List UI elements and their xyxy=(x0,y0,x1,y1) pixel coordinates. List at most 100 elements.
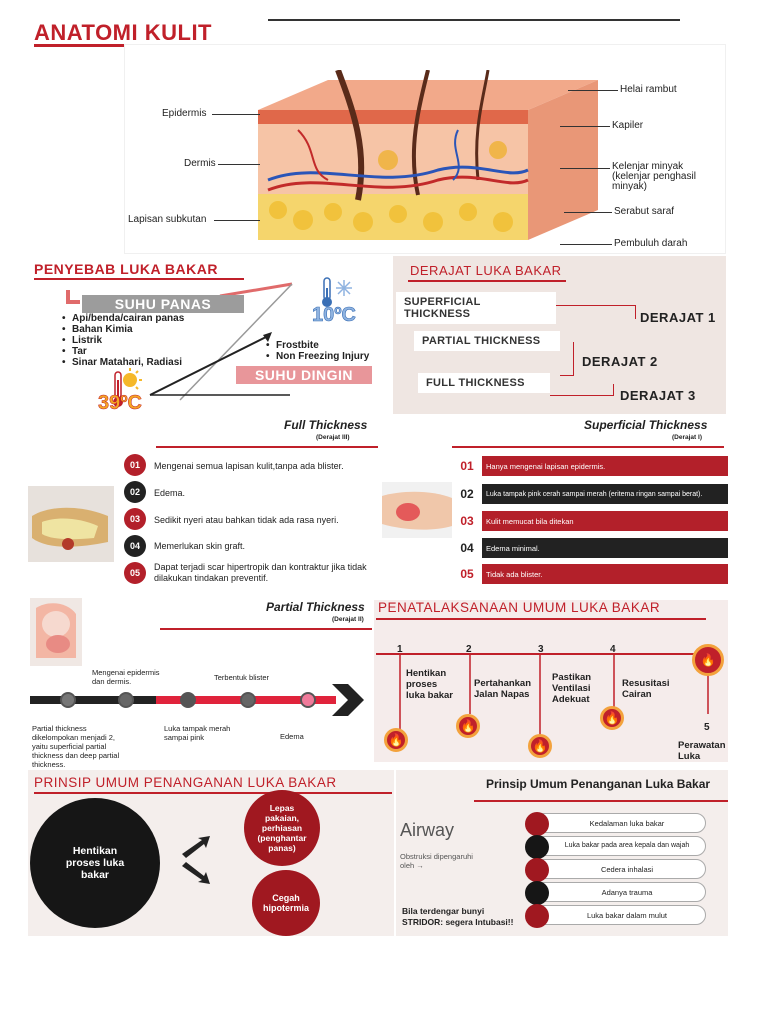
step-num: 3 xyxy=(538,644,544,655)
suhu-panas-box: SUHU PANAS xyxy=(82,295,244,313)
factor-dot xyxy=(525,904,549,928)
superficial-num: 04 xyxy=(460,541,474,555)
derajat-title: DERAJAT LUKA BAKAR xyxy=(410,263,562,278)
step-text: Resusitasi Cairan xyxy=(622,678,670,700)
leader-helai-rambut xyxy=(568,90,618,91)
timeline-dot xyxy=(180,692,196,708)
label-serabut-saraf: Serabut saraf xyxy=(614,206,675,217)
factor-dot xyxy=(525,812,549,836)
full-item-text: Memerlukan skin graft. xyxy=(154,541,246,551)
step-text: Pastikan Ventilasi Adekuat xyxy=(552,672,592,705)
timeline-dot xyxy=(60,692,76,708)
factor-text: Luka bakar dalam mulut xyxy=(586,911,668,920)
flame-icon: 🔥 xyxy=(384,728,408,752)
partial-top-2: Terbentuk blister xyxy=(214,673,270,682)
superficial-text: Edema minimal. xyxy=(482,538,728,558)
partial-bottom-1: Partial thickness dikelompokan menjadi 2… xyxy=(32,724,120,769)
connector-2 xyxy=(560,342,574,376)
dingin-list: Frostbite Non Freezing Injury xyxy=(266,340,369,362)
superficial-row: 04 Edema minimal. xyxy=(452,538,728,558)
superficial-num: 05 xyxy=(460,567,474,581)
superficial-underline xyxy=(452,446,724,448)
penatalaksanaan-underline xyxy=(376,618,706,620)
timeline-dot xyxy=(240,692,256,708)
partial-title: Partial Thickness xyxy=(266,600,365,614)
airway-title: Prinsip Umum Penanganan Luka Bakar xyxy=(486,777,711,791)
timeline-dot xyxy=(118,692,134,708)
superficial-text: Tidak ada blister. xyxy=(482,564,728,584)
step-text: Hentikan proses luka bakar xyxy=(406,668,453,701)
penyebab-arrows xyxy=(66,282,293,401)
circle-lepas-text: Lepas pakaian, perhiasan (penghantar pan… xyxy=(257,803,307,853)
full-title: Full Thickness xyxy=(284,418,368,432)
superficial-row: 05 Tidak ada blister. xyxy=(452,564,728,584)
superficial-num: 01 xyxy=(460,459,474,473)
circle-cegah: Cegah hipotermia xyxy=(252,870,320,936)
full-badge: 01 xyxy=(124,454,146,476)
leader-epidermis xyxy=(212,114,260,115)
panas-list: Api/benda/cairan panas Bahan Kimia Listr… xyxy=(62,313,184,368)
airway-factor: Kedalaman luka bakar xyxy=(525,812,706,836)
leader-kelenjar-minyak xyxy=(560,168,610,169)
label-pembuluh-darah: Pembuluh darah xyxy=(614,238,688,249)
factor-dot xyxy=(525,835,549,859)
factor-dot xyxy=(525,858,549,882)
step-num: 5 xyxy=(704,722,710,733)
partial-top-1: Mengenai epidermis dan dermis. xyxy=(92,668,160,686)
label-epidermis: Epidermis xyxy=(162,108,207,119)
partial-panel xyxy=(28,596,374,766)
full-item-text: Sedikit nyeri atau bahkan tidak ada rasa… xyxy=(154,515,339,525)
penatalaksanaan-timeline xyxy=(376,653,709,736)
factor-dot xyxy=(525,881,549,905)
penyebab-underline xyxy=(34,278,244,280)
superficial-subtitle: (Derajat I) xyxy=(672,434,702,441)
factor-text: Kedalaman luka bakar xyxy=(589,819,665,828)
step-text: Perawatan Luka xyxy=(678,740,726,762)
superficial-title: Superficial Thickness xyxy=(584,418,708,432)
full-item-text: Edema. xyxy=(154,488,186,498)
top-rule xyxy=(268,19,680,21)
skin-diagram xyxy=(258,70,598,240)
partial-subtitle: (Derajat II) xyxy=(332,616,364,623)
flame-icon: 🔥 xyxy=(600,706,624,730)
full-thickness-photo xyxy=(28,486,114,562)
airway-underline xyxy=(474,800,728,802)
suhu-dingin-label: SUHU DINGIN xyxy=(254,367,354,383)
factor-text: Adanya trauma xyxy=(601,888,653,897)
full-badge: 05 xyxy=(124,562,146,584)
suhu-dingin-box: SUHU DINGIN xyxy=(236,366,372,384)
superficial-text: Kulit memucat bila ditekan xyxy=(482,511,728,531)
airway-factor: Adanya trauma xyxy=(525,881,706,905)
full-subtitle: (Derajat III) xyxy=(316,434,350,441)
connector-3 xyxy=(550,384,614,396)
partial-thickness-photo xyxy=(30,598,82,666)
superficial-num: 03 xyxy=(460,514,474,528)
airway-note: Obstruksi dipengaruhi oleh → xyxy=(400,852,473,870)
step-num: 2 xyxy=(466,644,472,655)
full-underline xyxy=(156,446,378,448)
superficial-row: 03 Kulit memucat bila ditekan xyxy=(452,511,728,531)
superficial-text: Hanya mengenai lapisan epidermis. xyxy=(482,456,728,476)
flame-icon: 🔥 xyxy=(692,644,724,676)
label-dermis: Dermis xyxy=(184,158,216,169)
label-subkutan: Lapisan subkutan xyxy=(128,214,207,225)
full-badge: 03 xyxy=(124,508,146,530)
derajat-label-2: DERAJAT 2 xyxy=(582,354,658,369)
prinsip-title: PRINSIP UMUM PENANGANAN LUKA BAKAR xyxy=(34,775,337,790)
panas-item: Listrik xyxy=(62,335,184,346)
flame-icon: 🔥 xyxy=(528,734,552,758)
partial-bottom-2: Luka tampak merah sampai pink xyxy=(164,724,231,742)
main-circle-text: Hentikan proses luka bakar xyxy=(65,845,125,881)
panas-item: Api/benda/cairan panas xyxy=(62,313,184,324)
derajat-level-1: SUPERFICIAL THICKNESS xyxy=(396,292,556,324)
superficial-row: 01 Hanya mengenai lapisan epidermis. xyxy=(452,456,728,476)
full-item-text: Mengenai semua lapisan kulit,tanpa ada b… xyxy=(154,461,344,471)
stridor-note: Bila terdengar bunyi STRIDOR: segera Int… xyxy=(402,906,514,927)
airway-label: Airway xyxy=(400,820,455,840)
main-circle: Hentikan proses luka bakar xyxy=(30,798,160,928)
partial-underline xyxy=(160,628,372,630)
step-num: 1 xyxy=(397,644,403,655)
leader-kapiler xyxy=(560,126,610,127)
temp-cold: 10ºC xyxy=(312,304,357,327)
derajat-label-3: DERAJAT 3 xyxy=(620,388,696,403)
